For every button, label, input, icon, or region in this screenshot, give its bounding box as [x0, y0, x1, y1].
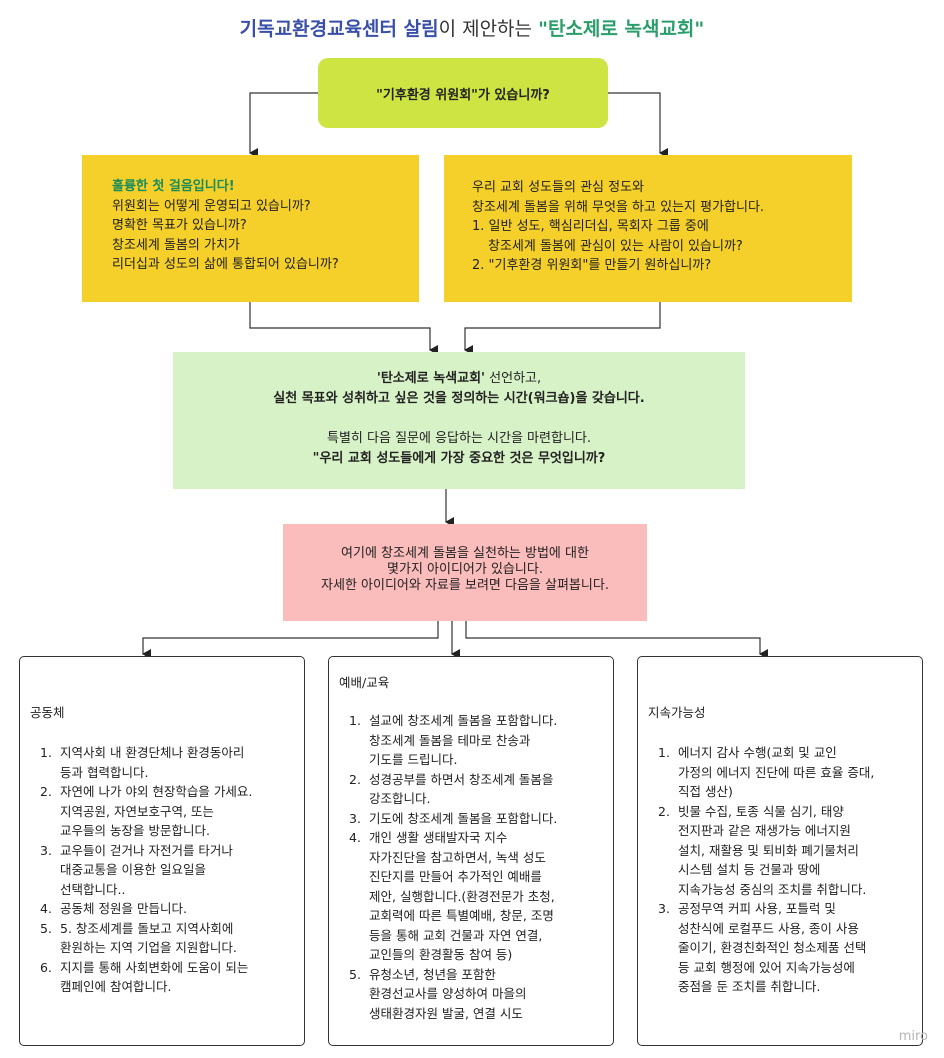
right-box-line: 2. "기후환경 위원회"를 만들기 원하십니까? [472, 258, 712, 273]
left-box-line: 창조세계 돌봄의 가치가 [112, 237, 240, 253]
declaration-line-1-rest: 선언하고, [485, 371, 542, 386]
connector-right-to-declaration [464, 302, 661, 355]
sustainability-heading: 지속가능성 [648, 705, 706, 720]
declaration-name: '탄소제로 녹색교회' [376, 371, 486, 386]
connector-question-to-left [249, 92, 318, 158]
right-box-line: 1. 일반 성도, 핵심리더십, 목회자 그룹 중에 [472, 219, 709, 234]
right-box-line: 창조세계 돌봄에 관심이 있는 사람이 있습니까? [488, 238, 743, 254]
connector-ideas-to-community [142, 621, 439, 659]
worship-education-heading: 예배/교육 [339, 675, 390, 690]
ideas-line: 몇가지 아이디어가 있습니다. [387, 562, 543, 577]
diagram-title: 기독교환경교육센터 살림이 제안하는 "탄소제로 녹색교회" [0, 14, 944, 41]
declaration-line-3: 특별히 다음 질문에 응답하는 시간을 마련합니다. [327, 431, 591, 446]
left-box-line: 명확한 목표가 있습니까? [112, 218, 247, 233]
connector-question-to-right [608, 92, 668, 158]
left-box-highlight: 훌륭한 첫 걸음입니다! [112, 179, 235, 194]
title-middle: 이 제안하는 [438, 18, 539, 40]
right-box-assessment: 우리 교회 성도들의 관심 정도와 창조세계 돌봄을 위해 무엇을 하고 있는지… [444, 155, 852, 302]
worship-education-column: 예배/교육 1.설교에 창조세계 돌봄을 포함합니다.창조세계 돌봄을 테마로 … [328, 656, 614, 1046]
declaration-line-2: 실천 목표와 성취하고 싶은 것을 정의하는 시간(워크숍)을 갖습니다. [273, 391, 645, 406]
right-box-line: 우리 교회 성도들의 관심 정도와 [472, 180, 645, 195]
declaration-line-1: '탄소제로 녹색교회' 선언하고, [173, 369, 745, 389]
community-heading: 공동체 [30, 705, 65, 720]
title-org: 기독교환경교육센터 살림 [239, 18, 439, 40]
left-box-existing-committee: 훌륭한 첫 걸음입니다! 위원회는 어떻게 운영되고 있습니까? 명확한 목표가… [82, 155, 419, 302]
miro-watermark: miro [898, 1029, 928, 1044]
ideas-line: 자세한 아이디어와 자료를 보려면 다음을 살펴봅니다. [321, 578, 609, 593]
declaration-box: '탄소제로 녹색교회' 선언하고, 실천 목표와 성취하고 싶은 것을 정의하는… [173, 352, 745, 489]
question-text: "기후환경 위원회"가 있습니까? [376, 87, 550, 103]
left-box-line: 리더십과 성도의 삶에 통합되어 있습니까? [112, 257, 339, 272]
declaration-spacer [173, 409, 745, 429]
right-box-line: 창조세계 돌봄을 위해 무엇을 하고 있는지 평가합니다. [472, 199, 765, 215]
list-item: 3.기도에 창조세계 돌봄을 포함합니다. [349, 810, 558, 826]
ideas-line: 여기에 창조세계 돌봄을 실천하는 방법에 대한 [341, 546, 589, 561]
ideas-box: 여기에 창조세계 돌봄을 실천하는 방법에 대한 몇가지 아이디어가 있습니다.… [283, 524, 647, 621]
declaration-line-4: "우리 교회 성도들에게 가장 중요한 것은 무엇입니까? [312, 451, 606, 466]
question-box: "기후환경 위원회"가 있습니까? [318, 58, 608, 128]
title-program: "탄소제로 녹색교회" [538, 18, 705, 40]
connector-ideas-to-sustainability [465, 621, 768, 659]
left-box-line: 위원회는 어떻게 운영되고 있습니까? [112, 198, 311, 214]
connector-left-to-declaration [249, 302, 438, 355]
list-item: 4.공동체 정원을 만듭니다. [40, 901, 187, 916]
